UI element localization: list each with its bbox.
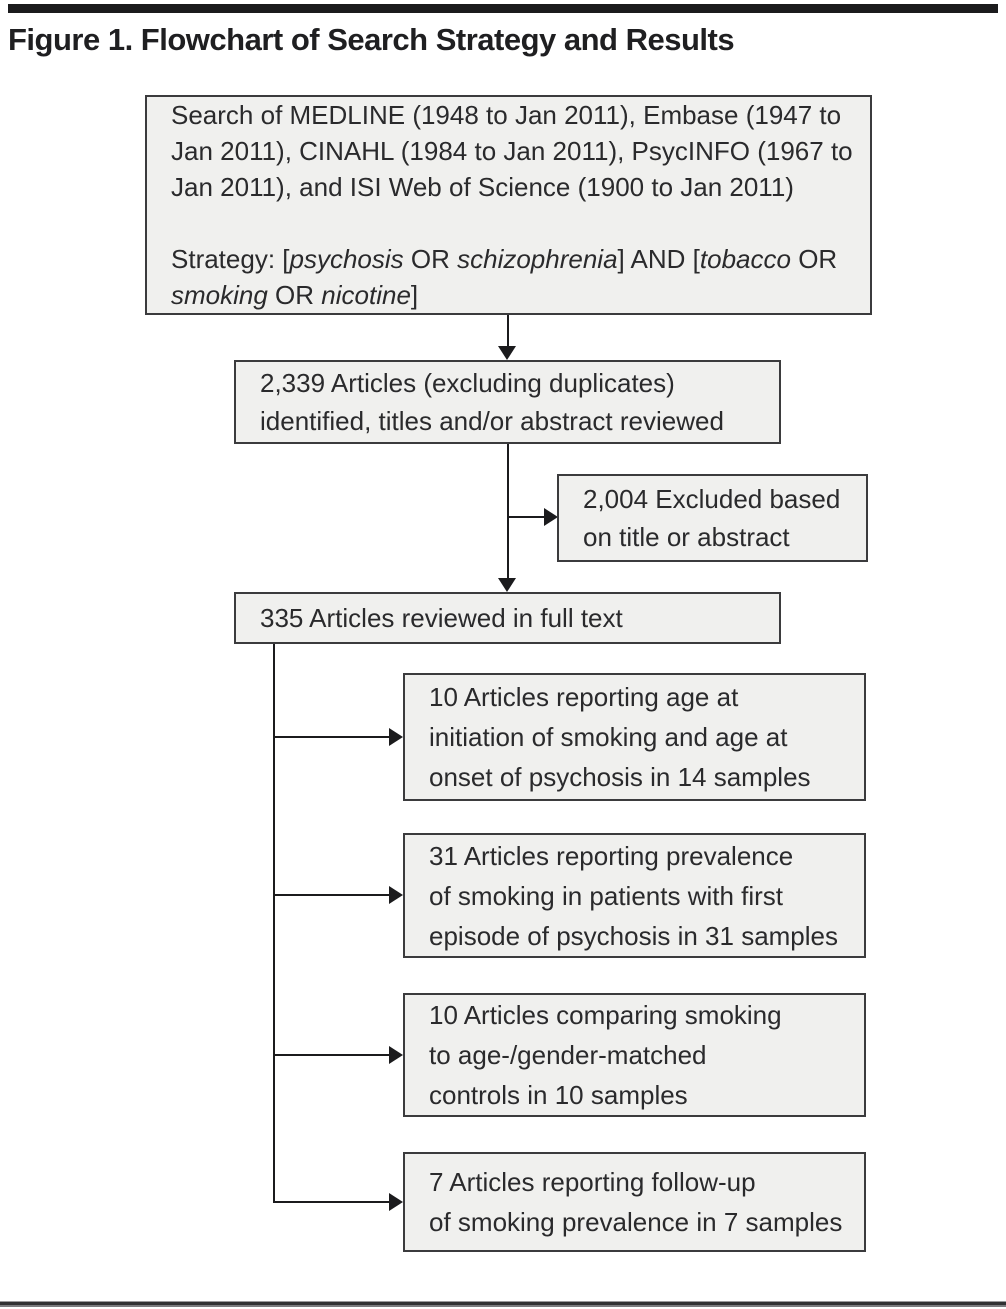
strategy-term: schizophrenia	[457, 244, 618, 274]
connector-left-trunk	[273, 644, 275, 1203]
box-text-line: Search of MEDLINE (1948 to Jan 2011), Em…	[171, 100, 842, 130]
strategy-term: psychosis	[289, 244, 404, 274]
right-arrowhead-icon	[544, 508, 558, 526]
connector-to-excluded	[507, 516, 545, 518]
box-text-line: of smoking in patients with first	[429, 880, 784, 911]
strategy-line-2: smoking OR nicotine]	[171, 277, 864, 313]
right-arrowhead-icon	[389, 1046, 403, 1064]
right-arrowhead-icon	[389, 728, 403, 746]
strategy-line-1: Strategy: [psychosis OR schizophrenia] A…	[171, 241, 864, 277]
strategy-segment: ] AND [	[617, 244, 700, 274]
figure-title: Figure 1. Flowchart of Search Strategy a…	[8, 22, 735, 57]
box-text-line: 10 Articles reporting age at	[429, 682, 739, 712]
outcome-box-matched-controls: 10 Articles comparing smoking to age-/ge…	[403, 993, 866, 1117]
articles-identified-box: 2,339 Articles (excluding duplicates) id…	[234, 360, 781, 444]
connector-to-outcome-a	[273, 736, 389, 738]
box-text-line: 10 Articles comparing smoking	[429, 1000, 782, 1030]
box-text-line: on title or abstract	[583, 522, 790, 552]
box-text-line: episode of psychosis in 31 samples	[429, 920, 839, 951]
fulltext-reviewed-box: 335 Articles reviewed in full text	[234, 592, 781, 644]
box-text-line: 31 Articles reporting prevalence	[429, 840, 794, 871]
bottom-rule	[0, 1301, 1006, 1307]
outcome-box-age-initiation: 10 Articles reporting age at initiation …	[403, 673, 866, 801]
strategy-segment: OR	[267, 280, 322, 310]
box-text-line: 335 Articles reviewed in full text	[260, 603, 623, 633]
strategy-segment: ]	[410, 280, 419, 310]
box-text-line: 7 Articles reporting follow-up	[429, 1167, 756, 1197]
box-text-line: identified, titles and/or abstract revie…	[260, 406, 724, 436]
connector-search-to-identified	[507, 315, 509, 348]
box-text-line: to age-/gender-matched	[429, 1040, 707, 1070]
outcome-box-prevalence-first-episode: 31 Articles reporting prevalence of smok…	[403, 833, 866, 958]
down-arrowhead-icon	[498, 578, 516, 592]
box-text-line: 2,004 Excluded based	[583, 484, 841, 514]
strategy-term: smoking	[171, 280, 268, 310]
search-strategy-box: Search of MEDLINE (1948 to Jan 2011), Em…	[145, 95, 872, 315]
strategy-term: nicotine	[321, 280, 411, 310]
connector-to-outcome-b	[273, 894, 389, 896]
box-text-line: onset of psychosis in 14 samples	[429, 762, 811, 792]
right-arrowhead-icon	[389, 1193, 403, 1211]
connector-identified-to-fulltext	[507, 444, 509, 580]
connector-to-outcome-c	[273, 1054, 389, 1056]
outcome-box-follow-up: 7 Articles reporting follow-up of smokin…	[403, 1152, 866, 1252]
blank-line	[171, 205, 864, 241]
box-text-line: Jan 2011), CINAHL (1984 to Jan 2011), Ps…	[171, 136, 853, 166]
box-text-line: 2,339 Articles (excluding duplicates)	[260, 368, 675, 398]
connector-to-outcome-d	[273, 1201, 389, 1203]
box-text-line: controls in 10 samples	[429, 1080, 688, 1110]
box-text-line: of smoking prevalence in 7 samples	[429, 1207, 843, 1237]
strategy-segment: OR	[790, 244, 838, 274]
top-rule	[8, 4, 998, 13]
strategy-term: tobacco	[699, 244, 791, 274]
excluded-box: 2,004 Excluded based on title or abstrac…	[557, 474, 868, 562]
right-arrowhead-icon	[389, 886, 403, 904]
box-text-line: Jan 2011), and ISI Web of Science (1900 …	[171, 172, 794, 202]
down-arrowhead-icon	[498, 346, 516, 360]
box-text-line: initiation of smoking and age at	[429, 722, 788, 752]
strategy-segment: OR	[403, 244, 458, 274]
strategy-segment: Strategy: [	[171, 244, 290, 274]
